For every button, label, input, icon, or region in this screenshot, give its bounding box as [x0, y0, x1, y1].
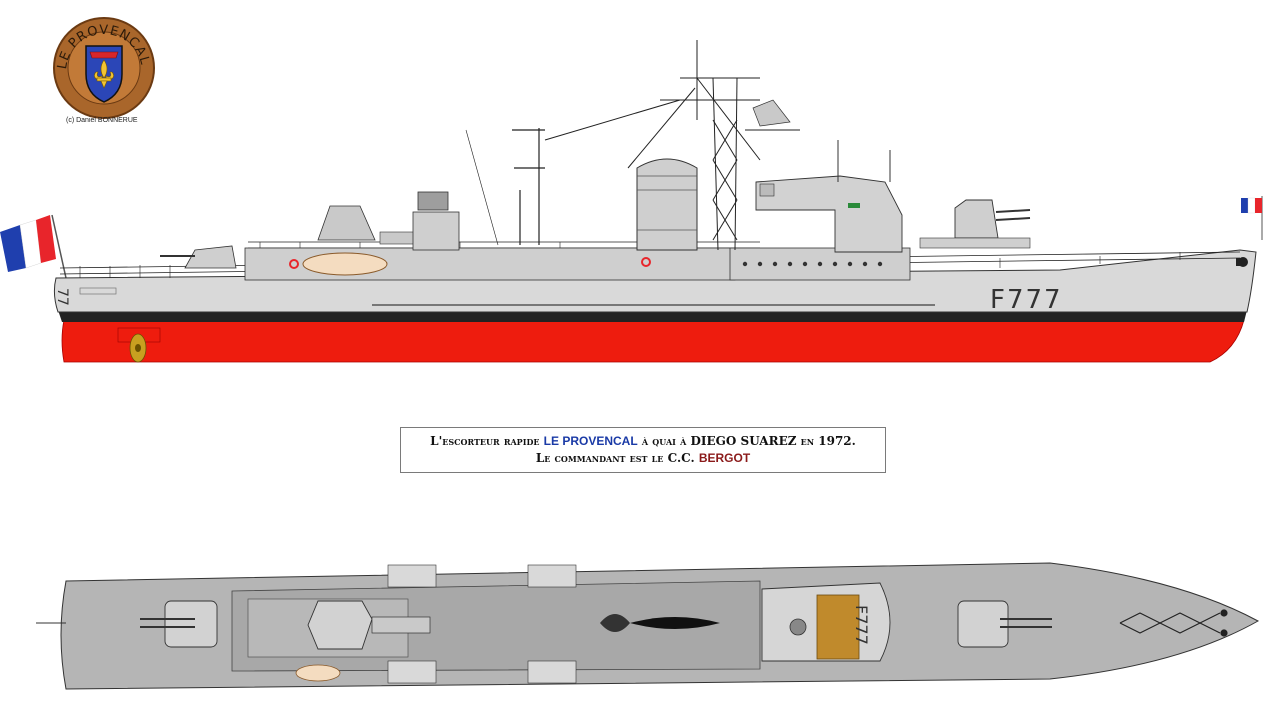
anchor	[1236, 257, 1248, 267]
asw-launcher	[317, 205, 376, 241]
caption-line-2: Le commandant est le C.C. BERGOT	[401, 450, 885, 467]
pennant-number: F777	[990, 285, 1063, 315]
plan-torpedo-racks	[387, 564, 577, 684]
caption-place: DIEGO SUAREZ	[690, 434, 797, 448]
caption-commander-prefix: Le commandant est le	[535, 451, 664, 465]
copyright-credit: (c) Daniel BONNERUE	[66, 117, 138, 124]
aft-mast	[465, 128, 545, 246]
caption-line-1: L'escorteur rapide LE PROVENCAL à quai à…	[401, 433, 885, 450]
hull-boot-topping	[61, 319, 1245, 363]
stern-flag	[0, 214, 67, 279]
plan-mast-platform	[630, 617, 720, 629]
caption-middle: à quai à	[641, 434, 687, 448]
forward-gun-turret	[919, 199, 1031, 249]
hull-side	[53, 249, 1257, 313]
propeller	[129, 333, 147, 363]
plan-aft-turret	[140, 600, 218, 648]
side-profile-drawing: F777 77	[0, 40, 1263, 363]
caption-box: L'escorteur rapide LE PROVENCAL à quai à…	[400, 427, 886, 473]
aft-gun-turret	[160, 245, 237, 269]
caption-ship-name: LE PROVENCAL	[543, 434, 638, 448]
ship-emblem: LE PROVENCAL	[52, 16, 156, 120]
radar-antenna	[752, 99, 791, 127]
plan-view-drawing: F777	[36, 562, 1260, 690]
plan-asw-launcher	[307, 600, 373, 650]
plan-boat	[295, 664, 341, 682]
ships-boat	[302, 252, 388, 276]
bridge-superstructure	[755, 140, 903, 253]
caption-rank: C.C.	[667, 451, 695, 465]
plan-bridge: F777	[761, 582, 891, 662]
plan-pennant-number: F777	[852, 605, 871, 645]
emblem-badge: LE PROVENCAL	[53, 17, 155, 119]
plan-funnel	[600, 614, 630, 632]
mast-flag	[1241, 196, 1263, 240]
caption-prefix: L'escorteur rapide	[430, 434, 540, 448]
stern-number: 77	[54, 288, 70, 306]
caption-year: en 1972.	[800, 434, 856, 448]
plan-forward-turret	[957, 600, 1052, 648]
fire-control-director	[412, 191, 460, 251]
lattice-mast	[544, 40, 800, 251]
plan-anchor-gear	[1119, 609, 1228, 637]
funnel	[636, 158, 698, 251]
caption-commander-name: BERGOT	[698, 451, 751, 465]
